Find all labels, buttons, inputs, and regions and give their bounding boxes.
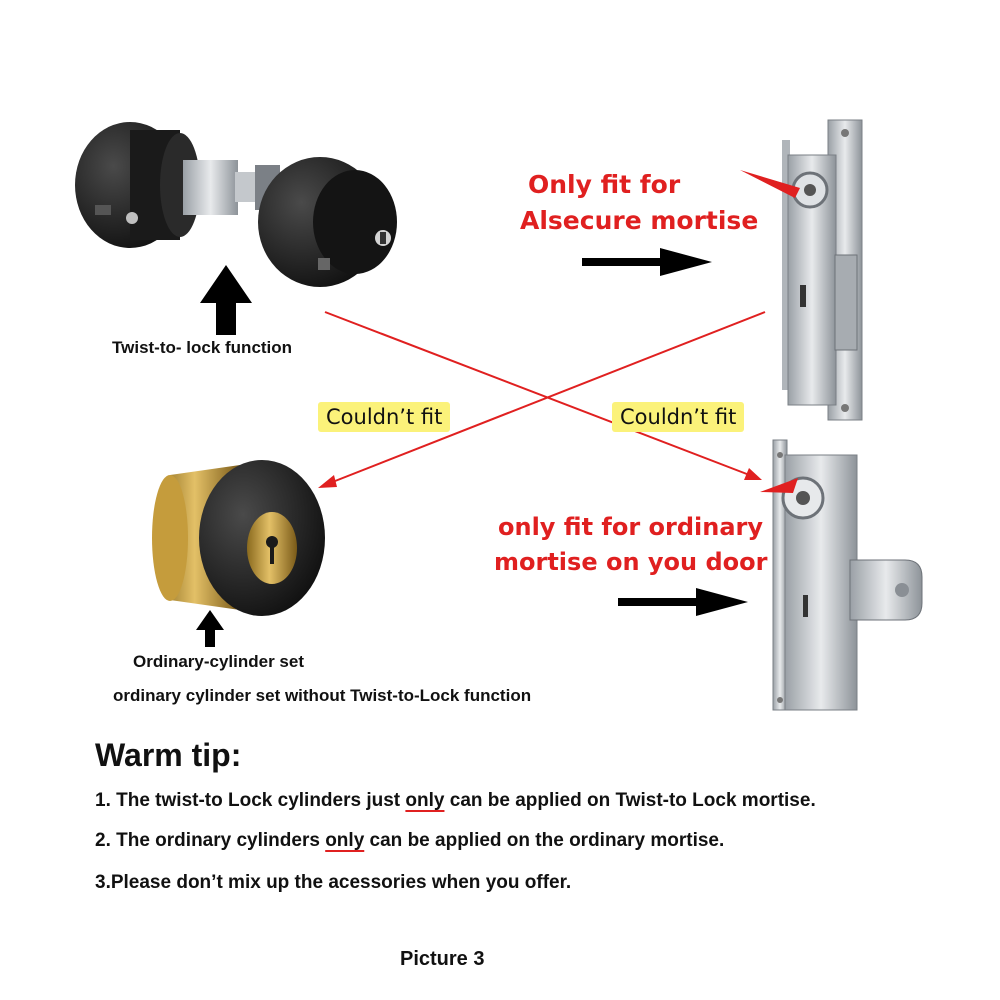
twist-function-label: Twist-to- lock function — [112, 338, 293, 357]
tip-emphasis: only — [325, 830, 365, 851]
arrow-right-icon — [582, 248, 712, 276]
red-cross-line — [318, 311, 766, 488]
alsecure-label-line1: Only fit for — [528, 170, 681, 199]
tip-text: 2. The ordinary cylinders — [95, 830, 326, 851]
tip-text: can be applied on the ordinary mortise. — [364, 830, 725, 851]
ordinary-set-description: ordinary cylinder set without Twist-to-L… — [113, 686, 532, 705]
ordinary-mortise-icon — [772, 439, 923, 711]
warm-tip-2: 2. The ordinary cylinders only can be ap… — [95, 830, 724, 852]
picture-caption: Picture 3 — [400, 948, 485, 970]
couldnt-fit-left-badge: Couldn’t fit — [318, 402, 451, 432]
ordinary-label-line1: only fit for ordinary — [498, 513, 764, 541]
ordinary-cylinder-icon — [152, 460, 325, 616]
tip-emphasis: only — [405, 790, 445, 811]
couldnt-fit-right-badge: Couldn’t fit — [612, 402, 745, 432]
warm-tip-1: 1. The twist-to Lock cylinders just only… — [95, 790, 816, 812]
ordinary-label-line2: mortise on you door — [494, 548, 768, 576]
arrow-right-icon — [618, 588, 748, 616]
tip-text: can be applied on Twist-to Lock mortise. — [444, 790, 816, 811]
alsecure-label-line2: Alsecure mortise — [520, 206, 759, 235]
ordinary-set-label: Ordinary-cylinder set — [133, 652, 305, 671]
alsecure-mortise-icon — [782, 119, 863, 421]
twist-lock-cylinder-icon — [75, 122, 397, 287]
tip-text: 1. The twist-to Lock cylinders just — [95, 790, 406, 811]
arrow-up-icon — [200, 265, 252, 335]
warm-tip-title: Warm tip: — [95, 737, 242, 773]
red-pointer — [740, 170, 800, 493]
warm-tip-3: 3.Please don’t mix up the acessories whe… — [95, 872, 572, 893]
arrow-up-icon — [196, 610, 224, 647]
